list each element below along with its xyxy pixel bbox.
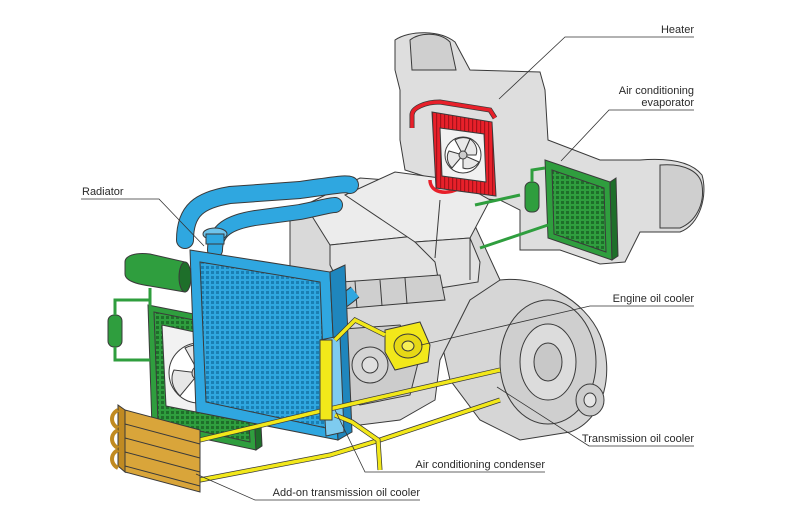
label-ac-condenser: Air conditioning condenser: [415, 459, 545, 471]
heater-core: [409, 99, 498, 197]
label-addon-transmission-oil-cooler: Add-on transmission oil cooler: [273, 487, 421, 499]
radiator: [189, 249, 353, 441]
label-radiator: Radiator: [82, 186, 124, 198]
label-engine-oil-cooler: Engine oil cooler: [613, 293, 695, 305]
label-ac-evaporator-line2: evaporator: [641, 97, 694, 109]
coolant-hoses: [176, 175, 360, 318]
label-transmission-oil-cooler: Transmission oil cooler: [582, 433, 694, 445]
label-ac-evaporator-line1: Air conditioning: [619, 85, 694, 97]
addon-transmission-oil-cooler: [110, 404, 201, 493]
hvac-housing: [394, 32, 705, 265]
fan-icon: [444, 136, 482, 174]
ac-evaporator: [474, 159, 619, 261]
label-heater: Heater: [661, 24, 694, 36]
leader-lines: [81, 36, 694, 501]
engine-oil-cooler: [384, 321, 431, 371]
transmission-oil-lines: [199, 316, 501, 483]
